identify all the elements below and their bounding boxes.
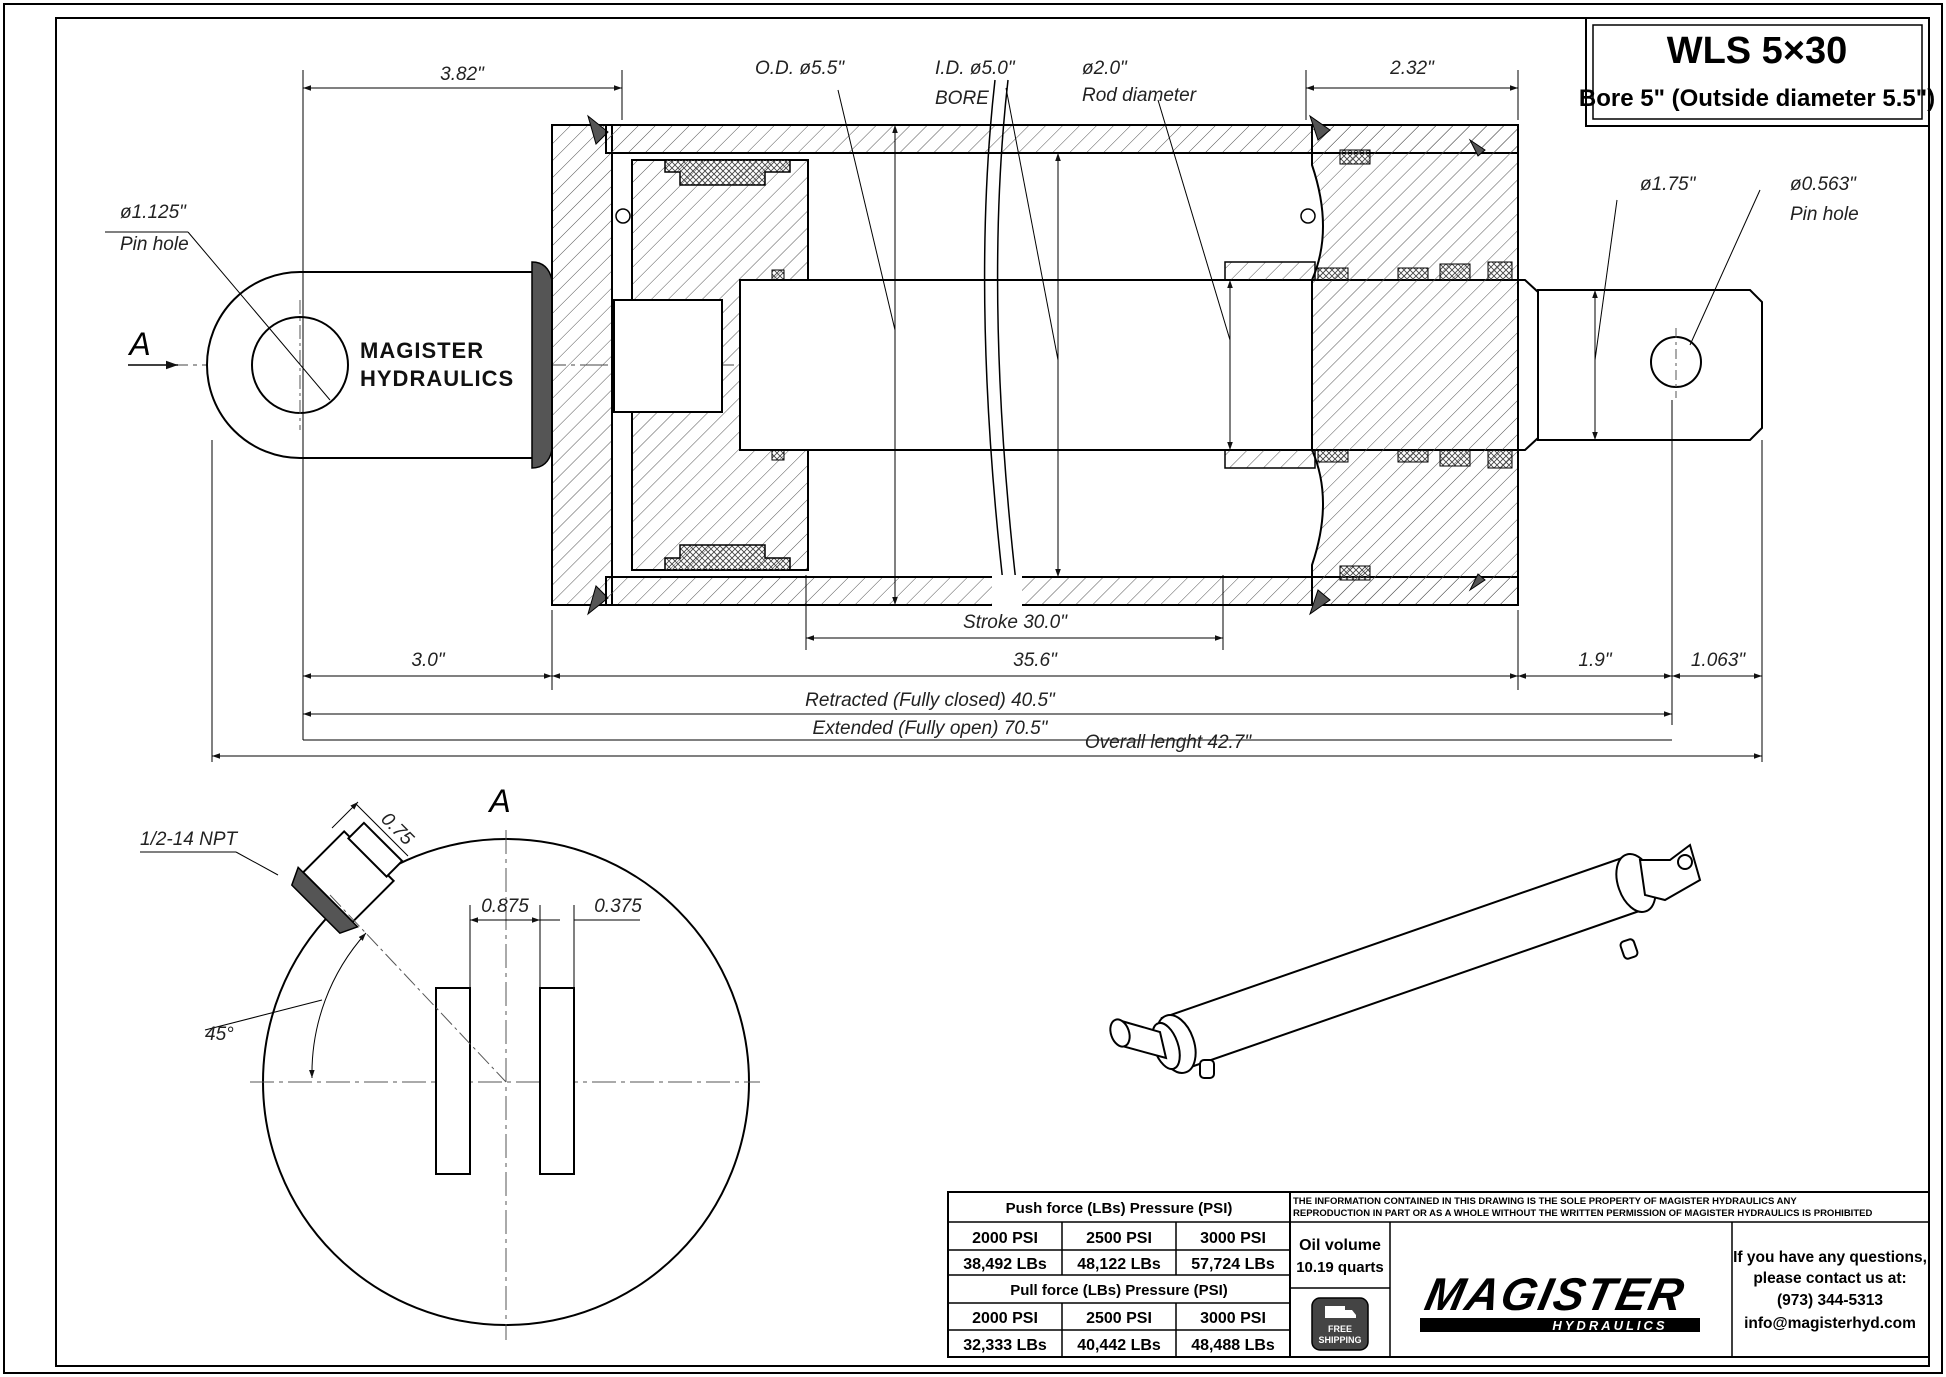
drawing-frame [55, 17, 1930, 1367]
logo-word: MAGISTER [1421, 1268, 1691, 1319]
model-title: WLS 5×30 [1667, 30, 1848, 72]
dim-extended: Extended (Fully open) 70.5" [813, 718, 1049, 739]
section-a-label-view: A [487, 783, 510, 819]
push-value-2: 48,122 LBs [1077, 1256, 1161, 1273]
contact-phone: (973) 344-5313 [1777, 1292, 1883, 1309]
dim-port: 1/2-14 NPT [140, 829, 239, 850]
contact-line2: please contact us at: [1753, 1270, 1906, 1287]
dim-pin-hole-left: ø1.125" [120, 202, 187, 223]
dim-pin-hole-left-label: Pin hole [120, 234, 189, 255]
dim-stroke: Stroke 30.0" [963, 612, 1068, 633]
oil-volume-value: 10.19 quarts [1296, 1259, 1384, 1276]
dim-top-right: 2.32" [1389, 58, 1435, 79]
notice-line2: REPRODUCTION IN PART OR AS A WHOLE WITHO… [1293, 1208, 1872, 1219]
pull-force-header: Pull force (LBs) Pressure (PSI) [1010, 1282, 1228, 1299]
dim-pin-hole-right: ø0.563" [1790, 174, 1857, 195]
push-value-3: 57,724 LBs [1191, 1256, 1275, 1273]
pull-pressure-1: 2000 PSI [972, 1310, 1038, 1327]
dim-lug-thickness: 0.375 [594, 896, 642, 917]
dim-rod-end: 1.9" [1578, 650, 1612, 671]
dimensions-top [105, 70, 1761, 740]
oil-volume-label: Oil volume [1299, 1237, 1381, 1254]
magister-logo: MAGISTER HYDRAULICS [1420, 1268, 1700, 1333]
dim-rod-diameter: ø2.0" [1082, 58, 1128, 79]
push-pressure-3: 3000 PSI [1200, 1230, 1266, 1247]
pull-pressure-3: 3000 PSI [1200, 1310, 1266, 1327]
push-value-1: 38,492 LBs [963, 1256, 1047, 1273]
dim-overall: Overall lenght 42.7" [1085, 732, 1252, 753]
free-shipping-badge: FREE SHIPPING [1311, 1297, 1369, 1351]
push-pressure-1: 2000 PSI [972, 1230, 1038, 1247]
dim-retracted: Retracted (Fully closed) 40.5" [805, 690, 1056, 711]
dim-lug-gap: 0.875 [481, 896, 529, 917]
left-lug [435, 987, 471, 1175]
isometric-cylinder [1109, 843, 1702, 1079]
contact-email: info@magisterhyd.com [1744, 1315, 1916, 1332]
dim-inside-diameter: I.D. ø5.0" [935, 58, 1016, 79]
title-block: WLS 5×30 Bore 5" (Outside diameter 5.5") [1579, 17, 1935, 127]
dim-rod-diameter-label: Rod diameter [1082, 85, 1197, 106]
dim-base-left: 3.0" [411, 650, 445, 671]
dim-body-length: 35.6" [1013, 650, 1058, 671]
contact-line1: If you have any questions, [1733, 1249, 1927, 1266]
dim-top-left: 3.82" [440, 64, 485, 85]
right-lug [539, 987, 575, 1175]
section-a-label-left: A [127, 326, 150, 362]
drawing-brand-line2: HYDRAULICS [360, 366, 514, 391]
dim-rod-end-diameter: ø1.75" [1640, 174, 1697, 195]
dim-rod-tip: 1.063" [1691, 650, 1747, 671]
badge-line1: FREE [1328, 1324, 1352, 1334]
push-force-header: Push force (LBs) Pressure (PSI) [1006, 1200, 1233, 1217]
dim-pin-hole-right-label: Pin hole [1790, 204, 1859, 225]
force-table: Push force (LBs) Pressure (PSI) 2000 PSI… [947, 1191, 1291, 1358]
pull-value-1: 32,333 LBs [963, 1337, 1047, 1354]
cylinder-section-view: MAGISTER HYDRAULICS [160, 114, 1763, 616]
badge-line2: SHIPPING [1318, 1335, 1361, 1345]
truck-icon [1325, 1306, 1356, 1318]
push-pressure-2: 2500 PSI [1086, 1230, 1152, 1247]
model-subtitle: Bore 5" (Outside diameter 5.5") [1579, 85, 1935, 112]
dimensions-bottom [211, 400, 1763, 762]
drawing-brand-line1: MAGISTER [360, 338, 484, 363]
dim-port-angle: 45° [205, 1024, 234, 1045]
dim-bore-label: BORE [935, 88, 989, 109]
pull-value-2: 40,442 LBs [1077, 1337, 1161, 1354]
logo-sub: HYDRAULICS [1552, 1318, 1667, 1333]
pull-pressure-2: 2500 PSI [1086, 1310, 1152, 1327]
info-block: THE INFORMATION CONTAINED IN THIS DRAWIN… [1289, 1191, 1930, 1358]
notice-line1: THE INFORMATION CONTAINED IN THIS DRAWIN… [1293, 1196, 1797, 1207]
dim-outside-diameter: O.D. ø5.5" [755, 58, 845, 79]
pull-value-3: 48,488 LBs [1191, 1337, 1275, 1354]
